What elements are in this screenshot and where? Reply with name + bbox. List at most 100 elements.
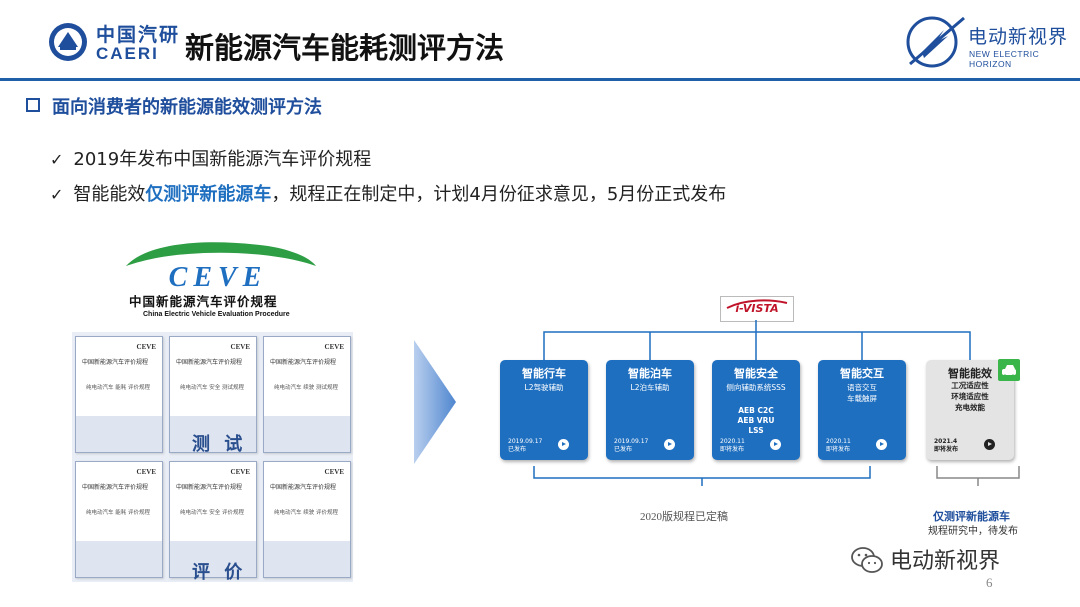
card-date: 2019.09.17 — [508, 438, 543, 445]
doc-title: 中国新能源汽车评价规程 — [82, 484, 149, 491]
card-date: 2019.09.17 — [614, 438, 649, 445]
doc-header: CEVE — [230, 343, 250, 351]
doc-header: CEVE — [136, 468, 156, 476]
card-title: 智能泊车 — [628, 367, 672, 380]
overlay-test: 测 试 — [192, 434, 247, 455]
doc-header: CEVE — [324, 468, 344, 476]
ceve-title-cn: 中国新能源汽车评价规程 — [129, 294, 278, 309]
org-name-cn: 中国汽研 — [96, 24, 181, 46]
ev-charging-badge-icon — [998, 359, 1020, 381]
bullet-text-pre: 智能能效 — [73, 184, 146, 205]
play-icon[interactable] — [984, 439, 995, 450]
card-status: 即将发布 — [720, 446, 745, 453]
play-icon[interactable] — [664, 439, 675, 450]
doc-subtitle: 纯电动汽车 能耗 评价规程 — [86, 510, 150, 516]
card-title: 智能交互 — [840, 367, 884, 380]
card-date: 2020.11 — [826, 438, 851, 445]
doc-header: CEVE — [230, 468, 250, 476]
play-icon[interactable] — [876, 439, 887, 450]
ceve-title-en: China Electric Vehicle Evaluation Proced… — [143, 311, 290, 318]
document-thumbnail: CEVE 中国新能源汽车评价规程 纯电动汽车 安全 测试规程 — [169, 336, 257, 453]
ivista-logo: i-VISTA — [720, 296, 794, 322]
overlay-eval: 评 价 — [192, 562, 247, 583]
nev-only-sub: 规程研究中，待发布 — [928, 526, 1018, 537]
doc-subtitle: 纯电动汽车 安全 评价规程 — [180, 510, 244, 516]
document-thumbnail: CEVE 中国新能源汽车评价规程 纯电动汽车 续驶 测试规程 — [263, 336, 351, 453]
car-plug-icon — [1002, 365, 1016, 378]
card-smart-safety: 智能安全 侧向辅助系统SSS AEB C2C AEB VRU LSS 2020.… — [712, 360, 800, 460]
document-thumbnail: CEVE 中国新能源汽车评价规程 纯电动汽车 能耗 评价规程 — [75, 336, 163, 453]
doc-band — [264, 541, 350, 577]
card-desc: L2泊车辅助 — [630, 383, 670, 392]
card-title: 智能能效 — [948, 367, 992, 380]
doc-band — [264, 416, 350, 452]
card-status: 即将发布 — [826, 446, 851, 453]
header: 中国汽研 CAERI 新能源汽车能耗测评方法 电动新视界 NEW ELECTRI… — [0, 0, 1080, 80]
caeri-emblem-icon — [49, 23, 87, 61]
ceve-logo-icon: CEVE — [126, 242, 316, 292]
doc-subtitle: 纯电动汽车 续驶 评价规程 — [274, 510, 338, 516]
doc-subtitle: 纯电动汽车 安全 测试规程 — [180, 385, 244, 391]
play-icon[interactable] — [770, 439, 781, 450]
card-desc: 工况适应性 环境适应性 充电效能 — [951, 381, 989, 412]
check-icon: ✓ — [50, 185, 64, 204]
card-status: 已发布 — [508, 446, 527, 453]
tree-connector — [543, 320, 971, 360]
bracket-efficiency — [936, 466, 1020, 486]
doc-title: 中国新能源汽车评价规程 — [82, 359, 149, 366]
bullet-highlight: 仅测评新能源车 — [145, 184, 272, 205]
bullet-item-1: ✓ 2019年发布中国新能源汽车评价规程 — [50, 145, 371, 171]
doc-title: 中国新能源汽车评价规程 — [270, 484, 337, 491]
document-thumbnail: CEVE 中国新能源汽车评价规程 纯电动汽车 安全 评价规程 — [169, 461, 257, 578]
card-status: 即将发布 — [934, 446, 959, 453]
ceve-logo-text: CEVE — [169, 262, 268, 292]
bullet-item-2: ✓ 智能能效仅测评新能源车，规程正在制定中，计划4月份征求意见，5月份正式发布 — [50, 180, 726, 206]
doc-title: 中国新能源汽车评价规程 — [270, 359, 337, 366]
document-thumbnail: CEVE 中国新能源汽车评价规程 纯电动汽车 续驶 评价规程 — [263, 461, 351, 578]
brand-name-cn: 电动新视界 — [968, 26, 1069, 48]
ivista-swoosh-icon — [726, 299, 788, 309]
document-thumbnail: CEVE 中国新能源汽车评价规程 纯电动汽车 能耗 评价规程 — [75, 461, 163, 578]
nev-only-label: 仅测评新能源车 — [933, 510, 1010, 523]
card-title: 智能安全 — [734, 367, 778, 380]
card-title: 智能行车 — [522, 367, 566, 380]
doc-band — [76, 416, 162, 452]
card-desc: 侧向辅助系统SSS — [726, 383, 786, 392]
card-desc-2: AEB C2C AEB VRU LSS — [737, 406, 775, 435]
bracket-2020 — [533, 466, 871, 486]
card-status: 已发布 — [614, 446, 633, 453]
doc-header: CEVE — [324, 343, 344, 351]
check-icon: ✓ — [50, 150, 64, 169]
procedure-documents: CEVE 中国新能源汽车评价规程 纯电动汽车 能耗 评价规程 CEVE 中国新能… — [72, 332, 353, 583]
bracket-label: 2020版规程已定稿 — [640, 511, 728, 523]
doc-header: CEVE — [136, 343, 156, 351]
brand-name-en: NEW ELECTRIC HORIZON — [969, 49, 1040, 69]
section-title: 面向消费者的新能源能效测评方法 — [52, 97, 322, 118]
doc-band — [170, 541, 256, 577]
card-desc: L2驾驶辅助 — [524, 383, 564, 392]
bullet-text: 2019年发布中国新能源汽车评价规程 — [73, 149, 372, 170]
electric-horizon-logo-icon — [906, 16, 965, 68]
bullet-text-post: ，规程正在制定中，计划4月份征求意见，5月份正式发布 — [271, 184, 727, 205]
doc-band — [76, 541, 162, 577]
doc-title: 中国新能源汽车评价规程 — [176, 359, 243, 366]
doc-band — [170, 416, 256, 452]
doc-subtitle: 纯电动汽车 能耗 评价规程 — [86, 385, 150, 391]
wechat-icon — [851, 547, 883, 573]
org-name-en: CAERI — [96, 44, 159, 63]
play-icon[interactable] — [558, 439, 569, 450]
card-date: 2021.4 — [934, 438, 958, 445]
page-number: 6 — [986, 575, 993, 590]
doc-title: 中国新能源汽车评价规程 — [176, 484, 243, 491]
watermark-text: 电动新视界 — [890, 549, 1001, 574]
doc-subtitle: 纯电动汽车 续驶 测试规程 — [274, 385, 338, 391]
